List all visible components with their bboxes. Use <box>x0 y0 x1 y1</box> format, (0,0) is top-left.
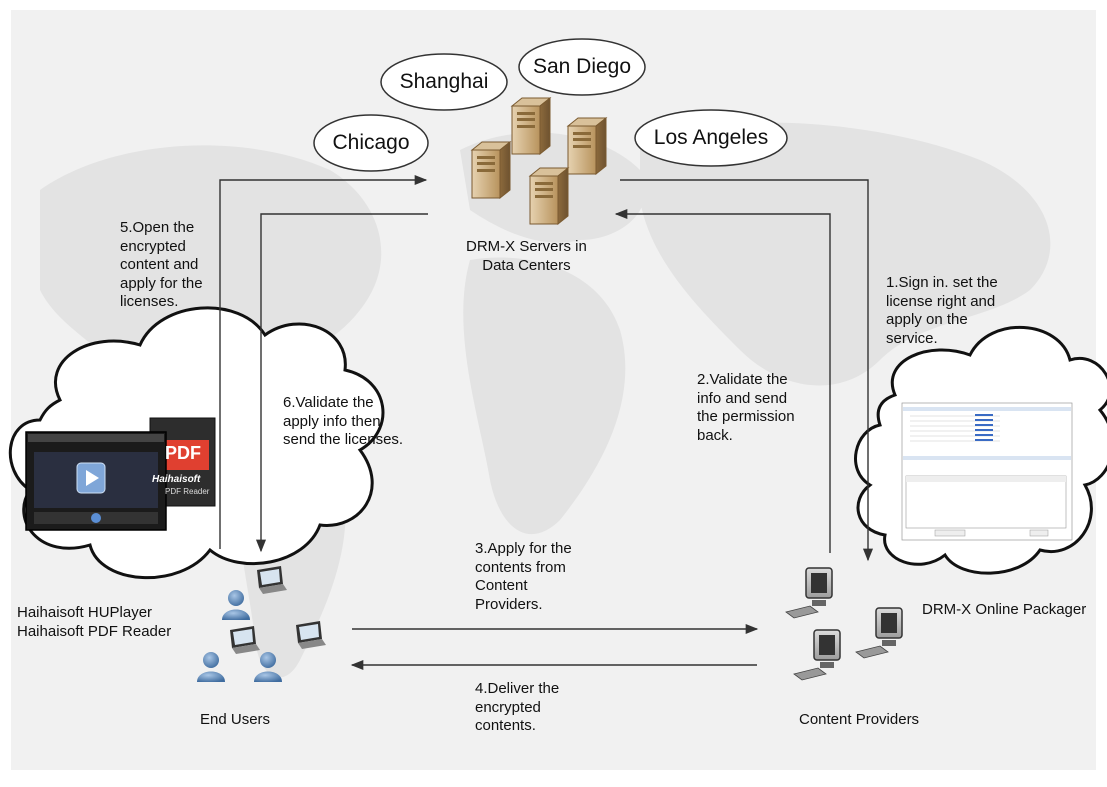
end-users-label: End Users <box>200 711 271 728</box>
city-label-shanghai: Shanghai <box>399 70 489 93</box>
arrow-step-5 <box>219 174 428 549</box>
arrow-step-6 <box>255 213 428 553</box>
players-label: Haihaisoft HUPlayer Haihaisoft PDF Reade… <box>17 604 172 640</box>
city-bubble-san-diego <box>518 38 646 96</box>
packager-screenshot <box>901 402 1073 541</box>
city-bubble-los-angeles <box>634 109 788 167</box>
pdf-subtitle: PDF Reader <box>165 487 210 496</box>
content-providers-icon <box>785 567 903 681</box>
step-3-text: 3.Apply for the contents from Content Pr… <box>475 540 572 613</box>
city-label-los-angeles: Los Angeles <box>653 126 769 149</box>
player-screenshot <box>25 417 216 531</box>
step-4-text: 4.Deliver the encrypted contents. <box>475 680 560 734</box>
step-2-text: 2.Validate the info and send the permiss… <box>697 371 795 444</box>
arrow-step-2 <box>614 208 831 553</box>
city-bubble-chicago <box>313 114 429 172</box>
packager-label: DRM-X Online Packager <box>922 601 1087 618</box>
step-5-text: 5.Open the encrypted content and apply f… <box>120 219 203 310</box>
step-6-text: 6.Validate the apply info then send the … <box>283 394 404 448</box>
server-cluster-icon <box>470 96 608 226</box>
city-label-chicago: Chicago <box>332 131 410 154</box>
pdf-brand: Haihaisoft <box>152 474 201 485</box>
step-1-text: 1.Sign in. set the license right and app… <box>886 274 998 347</box>
end-users-icon <box>197 566 326 682</box>
arrow-step-1 <box>620 179 874 562</box>
city-bubble-shanghai <box>380 53 508 111</box>
servers-label: DRM-X Servers in Data Centers <box>466 238 587 274</box>
content-providers-label: Content Providers <box>799 711 920 728</box>
pdf-badge: PDF <box>165 443 201 463</box>
city-label-san-diego: San Diego <box>532 55 632 78</box>
